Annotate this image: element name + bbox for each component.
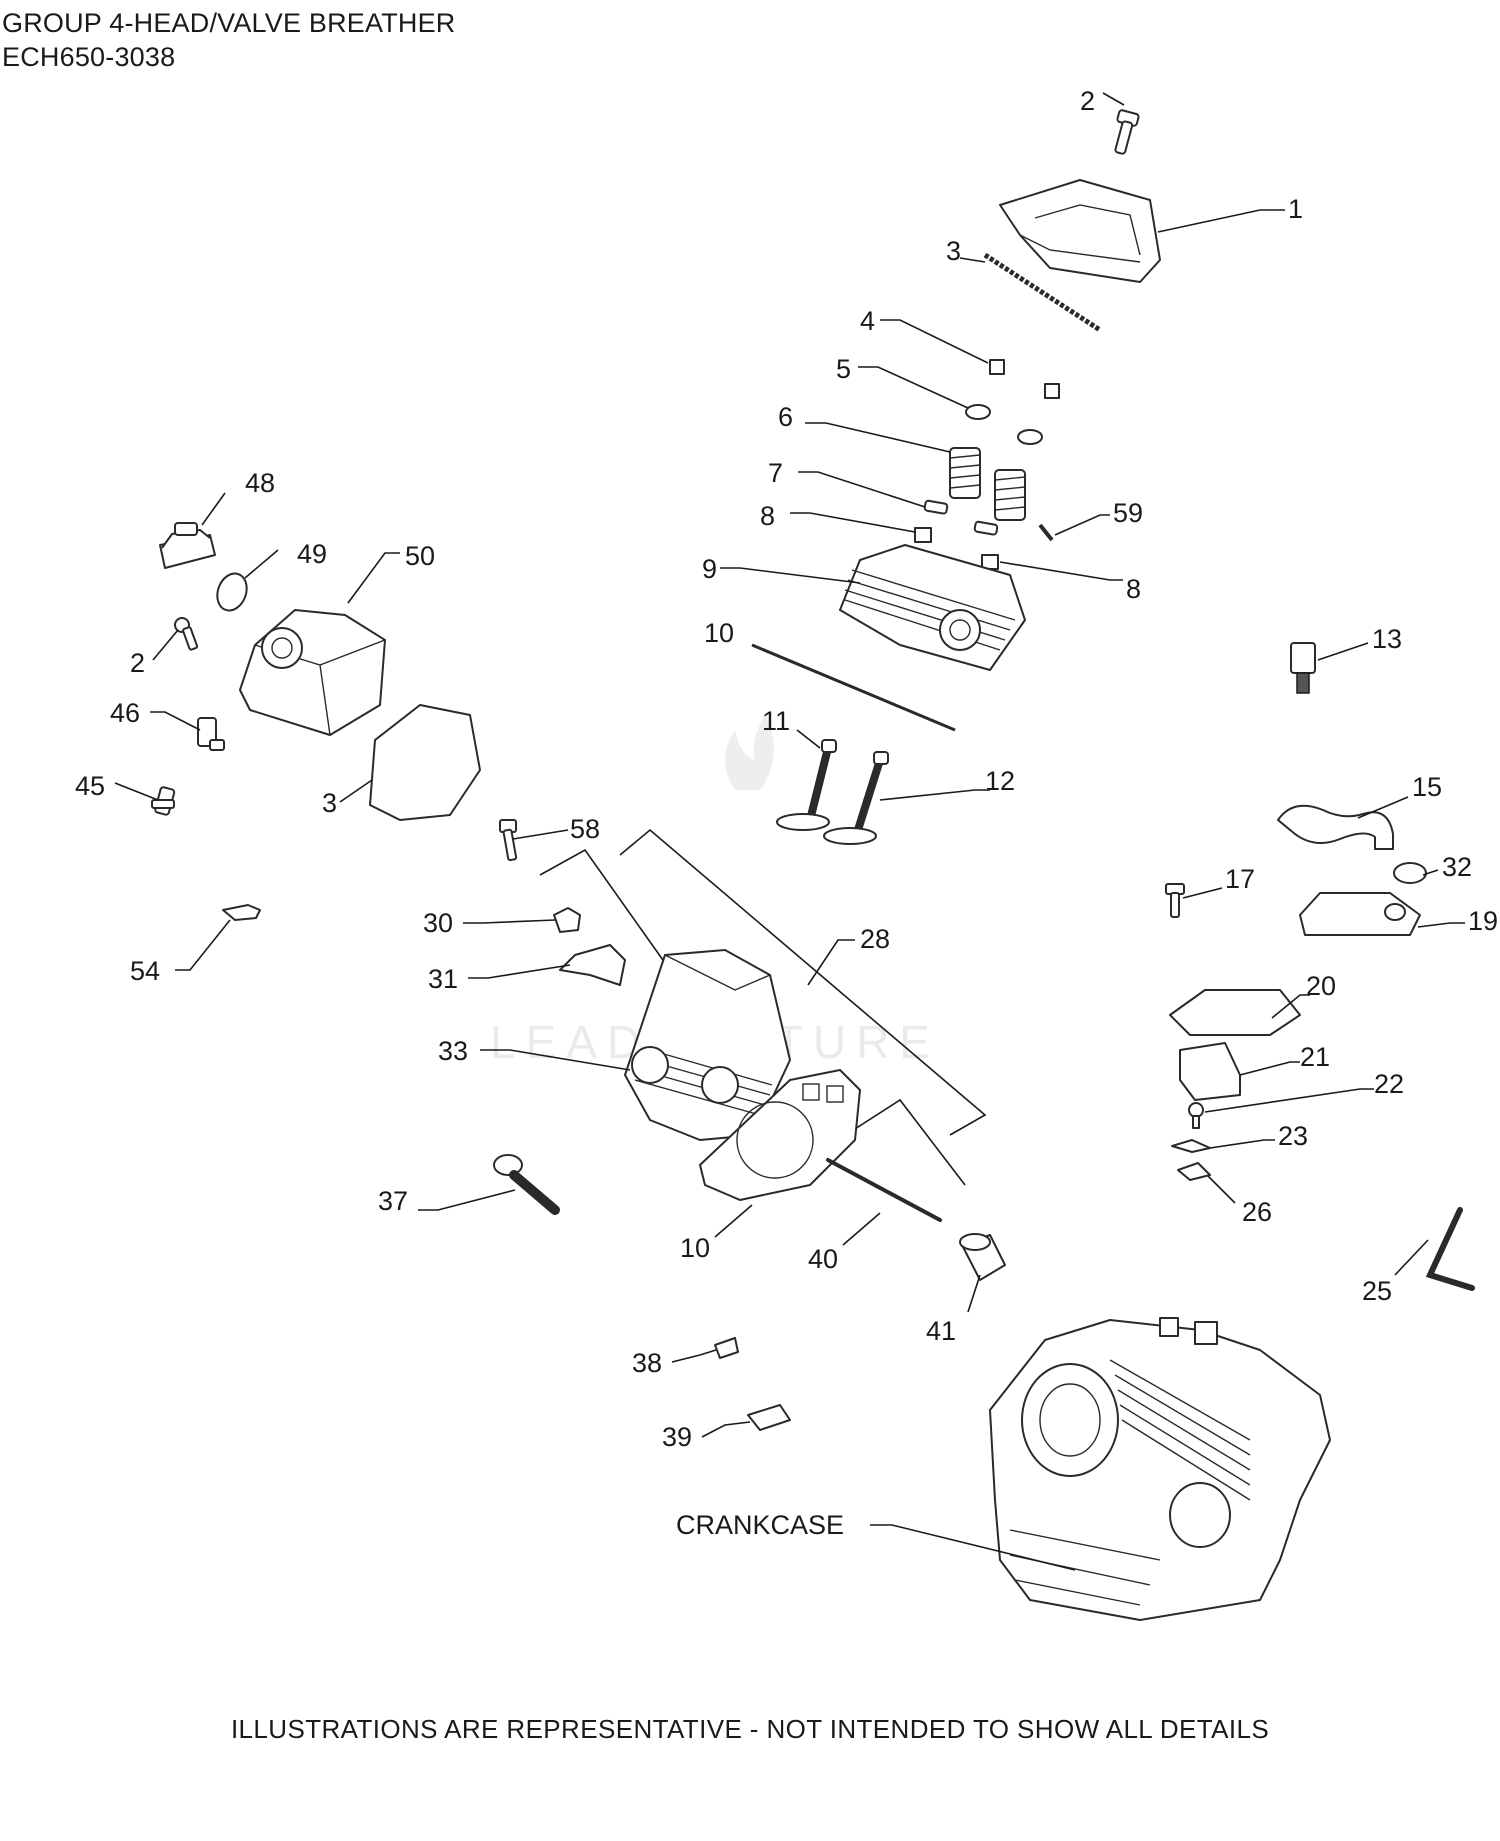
watermark-flame-icon: [725, 715, 774, 790]
callout-9[interactable]: 9: [702, 554, 717, 584]
callout-23[interactable]: 23: [1278, 1121, 1308, 1151]
callout-37[interactable]: 37: [378, 1186, 408, 1216]
callout-13[interactable]: 13: [1372, 624, 1402, 654]
callout-3[interactable]: 3: [946, 236, 961, 266]
callout-45[interactable]: 45: [75, 771, 105, 801]
part-13-temperature-sensor[interactable]: [1290, 642, 1316, 694]
callout-46[interactable]: 46: [110, 698, 140, 728]
callout-12[interactable]: 12: [985, 766, 1015, 796]
part-23-clip[interactable]: [1171, 1139, 1211, 1153]
callout-6[interactable]: 6: [778, 402, 793, 432]
part-59-pin[interactable]: [1038, 523, 1054, 542]
part-4-valve-cap[interactable]: [989, 359, 1005, 375]
part-7-valve-seal-2[interactable]: [973, 520, 999, 536]
part-11-intake-valve[interactable]: [776, 739, 837, 831]
callout-crankcase[interactable]: CRANKCASE: [676, 1510, 844, 1540]
part-10-gasket-edge[interactable]: [751, 643, 956, 732]
callout-25[interactable]: 25: [1362, 1276, 1392, 1306]
callout-2[interactable]: 2: [1080, 86, 1095, 116]
part-19-breather-cover[interactable]: [1299, 892, 1421, 936]
callout-58[interactable]: 58: [570, 814, 600, 844]
callout-41[interactable]: 41: [926, 1316, 956, 1346]
callout-31[interactable]: 31: [428, 964, 458, 994]
part-30-nut[interactable]: [553, 907, 581, 933]
part-38-clip[interactable]: [714, 1337, 739, 1359]
callout-54[interactable]: 54: [130, 956, 160, 986]
part-2-bolt-left[interactable]: [174, 617, 199, 651]
part-3-gasket-strip[interactable]: [983, 252, 1102, 333]
leader-lines: [114, 92, 1465, 1571]
callout-39[interactable]: 39: [662, 1422, 692, 1452]
callout-30[interactable]: 30: [423, 908, 453, 938]
callout-8[interactable]: 8: [760, 501, 775, 531]
callout-17[interactable]: 17: [1225, 864, 1255, 894]
part-8-keeper[interactable]: [914, 527, 932, 543]
part-32-clip[interactable]: [1393, 862, 1427, 884]
callout-59[interactable]: 59: [1113, 498, 1143, 528]
part-crankcase[interactable]: [989, 1317, 1331, 1621]
part-22-screw[interactable]: [1188, 1102, 1204, 1129]
callout-26[interactable]: 26: [1242, 1197, 1272, 1227]
callout-21[interactable]: 21: [1300, 1042, 1330, 1072]
callout-19[interactable]: 19: [1468, 906, 1498, 936]
diagram-title: GROUP 4-HEAD/VALVE BREATHER: [2, 8, 456, 38]
part-40-push-rod[interactable]: [826, 1158, 942, 1222]
part-37-head-bolt[interactable]: [493, 1154, 560, 1215]
callout-2-left[interactable]: 2: [130, 648, 145, 678]
callout-50[interactable]: 50: [405, 541, 435, 571]
part-46-fitting[interactable]: [197, 717, 225, 751]
callout-11[interactable]: 11: [762, 706, 790, 736]
callout-10[interactable]: 10: [704, 618, 734, 648]
callout-4[interactable]: 4: [860, 306, 875, 336]
callout-15[interactable]: 15: [1412, 772, 1442, 802]
part-3-cover-gasket[interactable]: [369, 704, 481, 821]
model-number: ECH650-3038: [2, 42, 176, 72]
callout-labels: 2 1 3 4 5 6 7 8 9 8 59 10 11 12 13 15 17…: [75, 86, 1498, 1540]
callout-32[interactable]: 32: [1442, 852, 1472, 882]
part-31-rocker-arm[interactable]: [559, 944, 626, 986]
part-54-bracket[interactable]: [222, 904, 261, 921]
part-21-breather-filter[interactable]: [1179, 1042, 1241, 1101]
part-39-plate[interactable]: [747, 1404, 791, 1431]
callout-48[interactable]: 48: [245, 468, 275, 498]
callout-38[interactable]: 38: [632, 1348, 662, 1378]
part-5-retainer-2[interactable]: [1017, 429, 1043, 445]
callout-10-bottom[interactable]: 10: [680, 1233, 710, 1263]
part-33-cylinder-head-assembly[interactable]: [624, 949, 791, 1141]
callout-49[interactable]: 49: [297, 539, 327, 569]
part-4-valve-cap-2[interactable]: [1044, 383, 1060, 399]
part-20-breather-gasket[interactable]: [1169, 989, 1301, 1036]
callout-8-right[interactable]: 8: [1126, 574, 1141, 604]
callout-7[interactable]: 7: [768, 458, 783, 488]
part-58-bolt[interactable]: [499, 819, 518, 862]
part-5-retainer[interactable]: [965, 404, 991, 420]
callout-1[interactable]: 1: [1288, 194, 1303, 224]
part-26-clip[interactable]: [1177, 1162, 1211, 1181]
callout-22[interactable]: 22: [1374, 1069, 1404, 1099]
part-48-oil-fill-cap[interactable]: [159, 522, 216, 569]
part-1-valve-cover[interactable]: [999, 179, 1161, 283]
part-6-valve-spring[interactable]: [949, 447, 981, 499]
callout-40[interactable]: 40: [808, 1244, 838, 1274]
callout-3-left[interactable]: 3: [322, 788, 337, 818]
part-12-exhaust-valve[interactable]: [823, 751, 889, 845]
part-17-bolt[interactable]: [1165, 883, 1185, 918]
part-15-breather-hose[interactable]: [1277, 804, 1394, 850]
part-50-breather-housing[interactable]: [239, 609, 386, 736]
part-7-valve-seal[interactable]: [923, 499, 949, 515]
callout-28[interactable]: 28: [860, 924, 890, 954]
part-25-rod[interactable]: [1425, 1207, 1475, 1291]
part-6-valve-spring-2[interactable]: [994, 469, 1026, 521]
part-41-guide-sleeve[interactable]: [959, 1233, 1006, 1281]
part-49-o-ring[interactable]: [212, 569, 251, 614]
part-9-cylinder-head[interactable]: [839, 544, 1026, 671]
callout-5[interactable]: 5: [836, 354, 851, 384]
part-45-fitting[interactable]: [151, 786, 176, 816]
part-10-head-gasket[interactable]: [699, 1069, 861, 1201]
part-2-bolt-top[interactable]: [1114, 109, 1140, 155]
disclaimer-note: ILLUSTRATIONS ARE REPRESENTATIVE - NOT I…: [230, 1714, 1270, 1744]
callout-33[interactable]: 33: [438, 1036, 468, 1066]
callout-20[interactable]: 20: [1306, 971, 1336, 1001]
